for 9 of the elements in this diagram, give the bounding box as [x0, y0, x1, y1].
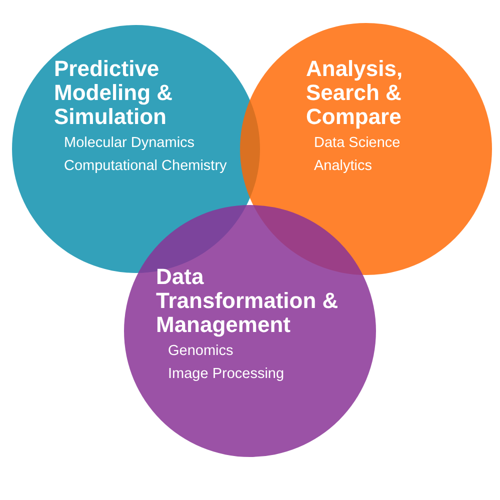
topic-label: Image Processing	[168, 365, 284, 384]
topic-label: Analytics	[314, 157, 372, 176]
topic-label: Computational Chemistry	[64, 157, 227, 176]
circle-heading: Data Transformation & Management	[156, 265, 340, 337]
topic-label: Data Science	[314, 134, 400, 153]
circle-heading: Analysis, Search & Compare	[306, 57, 404, 129]
topic-label: Genomics	[168, 342, 234, 361]
circle-heading: Predictive Modeling & Simulation	[54, 57, 174, 129]
topic-label: Molecular Dynamics	[64, 134, 195, 153]
